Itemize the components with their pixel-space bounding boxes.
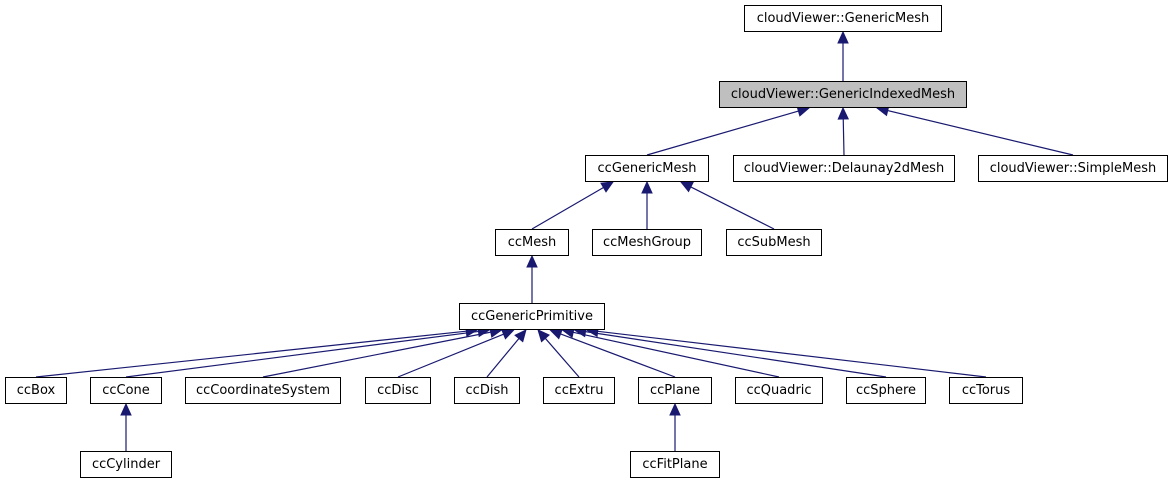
edge-cc-box-to-cc-generic-primitive — [35, 330, 467, 378]
arrowhead-cc-sub-mesh-to-cc-generic-mesh — [679, 181, 694, 193]
arrowhead-cc-dish-to-cc-generic-primitive — [514, 329, 527, 343]
edge-cc-torus-to-cc-generic-primitive — [597, 330, 987, 378]
arrowhead-cc-generic-primitive-to-cc-mesh — [526, 254, 538, 268]
node-generic-mesh[interactable]: cloudViewer::GenericMesh — [744, 5, 942, 32]
node-cc-cylinder[interactable]: ccCylinder — [80, 451, 172, 478]
node-cc-quadric[interactable]: ccQuadric — [735, 377, 823, 404]
edge-cc-sphere-to-cc-generic-primitive — [585, 331, 887, 378]
arrowhead-cc-disc-to-cc-generic-primitive — [500, 328, 515, 340]
node-cc-mesh[interactable]: ccMesh — [495, 229, 569, 256]
arrowhead-cc-cylinder-to-cc-cone — [120, 402, 132, 416]
node-generic-indexed-mesh: cloudViewer::GenericIndexedMesh — [719, 81, 967, 108]
arrowhead-cc-plane-to-cc-generic-primitive — [549, 328, 564, 340]
arrowhead-delaunay2d-mesh-to-generic-indexed-mesh — [837, 106, 850, 120]
edge-cc-coordinate-system-to-cc-generic-primitive — [262, 331, 491, 378]
edge-cc-dish-to-cc-generic-primitive — [486, 338, 520, 378]
node-cc-dish[interactable]: ccDish — [454, 377, 520, 404]
edge-cc-generic-mesh-to-generic-indexed-mesh — [646, 110, 799, 156]
node-simple-mesh[interactable]: cloudViewer::SimpleMesh — [978, 155, 1168, 182]
node-cc-generic-primitive[interactable]: ccGenericPrimitive — [459, 303, 605, 330]
node-cc-torus[interactable]: ccTorus — [949, 377, 1023, 404]
edge-cc-disc-to-cc-generic-primitive — [397, 333, 504, 378]
node-cc-generic-mesh[interactable]: ccGenericMesh — [585, 155, 709, 182]
node-cc-extru[interactable]: ccExtru — [543, 377, 615, 404]
arrowhead-generic-indexed-mesh-to-generic-mesh — [837, 30, 849, 44]
node-cc-fit-plane[interactable]: ccFitPlane — [630, 451, 720, 478]
arrowhead-cc-fit-plane-to-cc-plane — [669, 402, 681, 416]
edge-cc-plane-to-cc-generic-primitive — [560, 333, 676, 378]
edge-delaunay2d-mesh-to-generic-indexed-mesh — [842, 118, 845, 156]
arrowhead-cc-mesh-to-cc-generic-mesh — [600, 181, 615, 193]
node-cc-sub-mesh[interactable]: ccSubMesh — [726, 229, 822, 256]
node-cc-coordinate-system[interactable]: ccCoordinateSystem — [185, 377, 341, 404]
edge-cc-quadric-to-cc-generic-primitive — [573, 331, 780, 378]
node-delaunay2d-mesh[interactable]: cloudViewer::Delaunay2dMesh — [733, 155, 955, 182]
node-cc-sphere[interactable]: ccSphere — [846, 377, 926, 404]
node-cc-plane[interactable]: ccPlane — [638, 377, 712, 404]
edge-cc-mesh-to-cc-generic-mesh — [531, 187, 604, 230]
node-cc-disc[interactable]: ccDisc — [365, 377, 431, 404]
edge-simple-mesh-to-generic-indexed-mesh — [887, 109, 1074, 156]
arrowhead-cc-mesh-group-to-cc-generic-mesh — [641, 180, 653, 194]
edge-cc-extru-to-cc-generic-primitive — [544, 337, 580, 378]
edge-cc-cone-to-cc-generic-primitive — [125, 330, 479, 378]
edge-cc-sub-mesh-to-cc-generic-mesh — [690, 186, 775, 230]
node-cc-box[interactable]: ccBox — [5, 377, 67, 404]
node-cc-cone[interactable]: ccCone — [90, 377, 162, 404]
arrowhead-cc-extru-to-cc-generic-primitive — [537, 329, 550, 343]
node-cc-mesh-group[interactable]: ccMeshGroup — [592, 229, 702, 256]
